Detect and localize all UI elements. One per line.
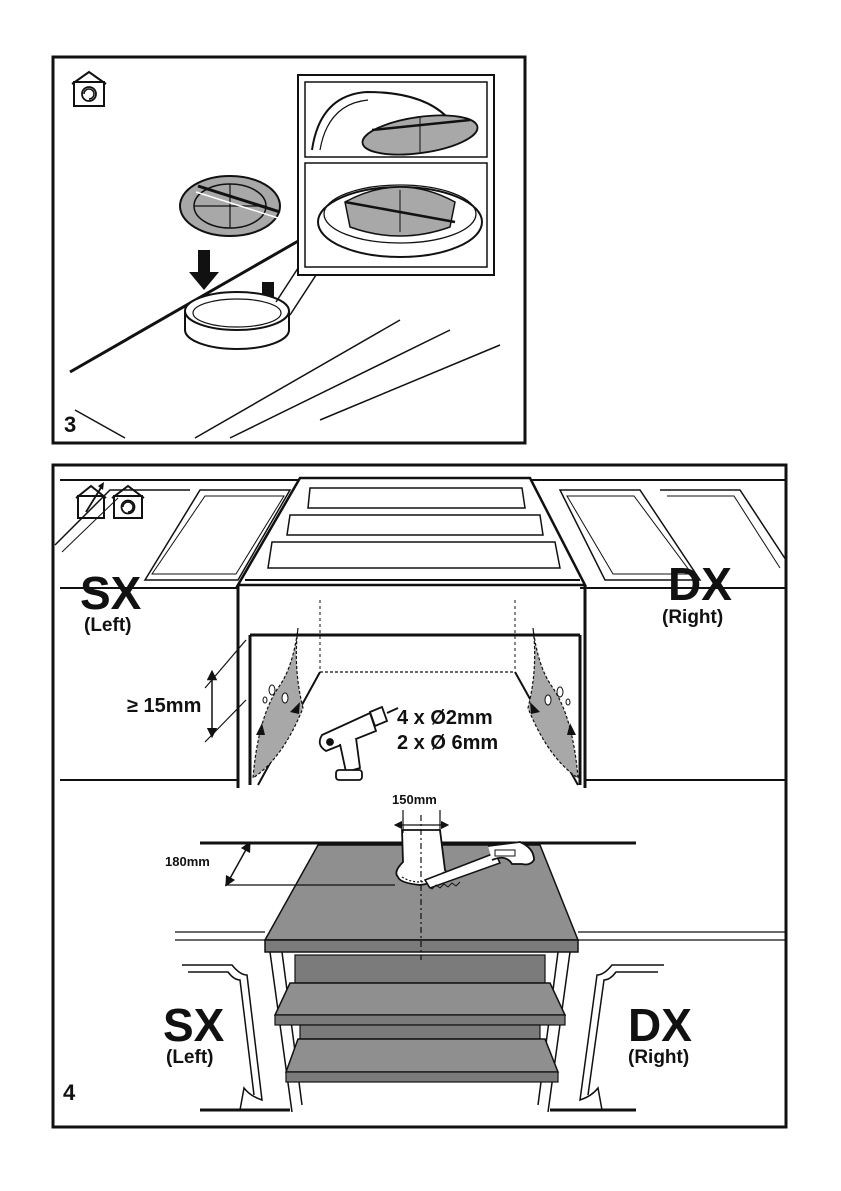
panel-step-4: ≥ 15mm 4 x Ø2mm 2 x Ø 6mm SX (Left) DX (… bbox=[53, 465, 786, 1127]
back-offset-label: 180mm bbox=[165, 854, 210, 869]
bottom-left-sub: (Left) bbox=[166, 1047, 213, 1068]
carbon-filter bbox=[180, 176, 280, 236]
drill-holes-large: 2 x Ø 6mm bbox=[397, 732, 498, 754]
detail-insets bbox=[298, 75, 494, 275]
filter-ring bbox=[185, 292, 289, 349]
drill-holes-small: 4 x Ø2mm bbox=[397, 707, 493, 729]
top-right-sub: (Right) bbox=[662, 607, 723, 628]
min-height-label: ≥ 15mm bbox=[127, 695, 201, 717]
bottom-left-label: SX bbox=[163, 999, 225, 1051]
top-left-sub: (Left) bbox=[84, 615, 131, 636]
step-number-3: 3 bbox=[64, 412, 76, 437]
hood-cabinet-top bbox=[238, 478, 585, 585]
duct-width-label: 150mm bbox=[392, 792, 437, 807]
step-number-4: 4 bbox=[63, 1080, 76, 1105]
bottom-right-label: DX bbox=[628, 999, 692, 1051]
top-right-label: DX bbox=[668, 558, 732, 610]
top-left-label: SX bbox=[80, 567, 142, 619]
panel-step-3: 3 bbox=[53, 57, 525, 443]
bottom-right-sub: (Right) bbox=[628, 1047, 689, 1068]
